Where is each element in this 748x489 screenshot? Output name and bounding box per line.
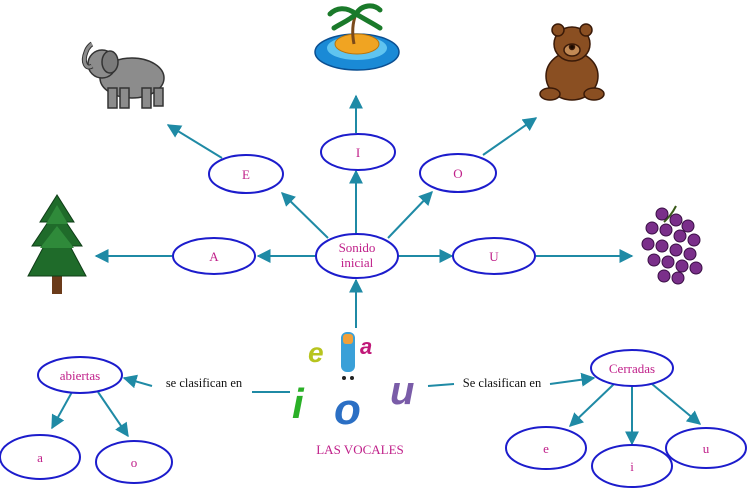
node-open-a[interactable]: a	[0, 434, 81, 480]
logo-eye-left	[342, 376, 346, 380]
logo-letter-i: i	[292, 380, 305, 427]
arrow-center-to-o	[387, 190, 433, 239]
node-closed-e[interactable]: e	[505, 426, 587, 470]
node-i[interactable]: I	[320, 133, 396, 171]
node-abiertas[interactable]: abiertas	[37, 356, 123, 394]
arrow-right-link-tail	[427, 383, 455, 387]
cerradas-label: Cerradas	[609, 361, 655, 376]
elephant-icon	[81, 41, 165, 109]
node-closed-u[interactable]: u	[665, 427, 747, 469]
arrow-right-link	[549, 372, 596, 387]
node-i-label: I	[356, 145, 360, 160]
logo-letter-a: a	[360, 334, 372, 359]
arrow-o-to-bear	[482, 117, 538, 156]
node-cerradas[interactable]: Cerradas	[590, 349, 674, 387]
center-label-line1: Sonido	[339, 240, 376, 255]
bear-icon	[539, 23, 605, 101]
node-o[interactable]: O	[419, 153, 497, 193]
arrow-center-to-e	[280, 192, 329, 239]
tree-icon	[27, 194, 87, 294]
arrow-left-link	[122, 374, 153, 389]
arrow-e-to-elephant	[166, 124, 223, 159]
main-title: LAS VOCALES	[316, 442, 404, 457]
node-u-label: U	[489, 249, 499, 264]
closed-i-label: i	[630, 459, 634, 474]
center-node[interactable]: Sonido inicial	[315, 233, 399, 279]
vowels-logo: e a i o u	[292, 332, 414, 434]
logo-eye-right	[350, 376, 354, 380]
logo-letter-o: o	[334, 385, 361, 434]
logo-pencil-eraser	[343, 334, 353, 344]
node-closed-i[interactable]: i	[591, 444, 673, 488]
node-e[interactable]: E	[208, 154, 284, 194]
closed-e-label: e	[543, 441, 549, 456]
node-a[interactable]: A	[172, 237, 256, 275]
arrow-abiertas-to-o	[97, 391, 129, 438]
open-a-label: a	[37, 450, 43, 465]
logo-letter-u: u	[390, 369, 414, 413]
node-e-label: E	[242, 167, 250, 182]
closed-u-label: u	[703, 441, 710, 456]
grapes-icon	[641, 205, 703, 285]
right-link-phrase: Se clasifican en	[463, 376, 542, 390]
node-u[interactable]: U	[452, 237, 536, 275]
left-link-phrase: se clasifican en	[166, 376, 243, 390]
center-label-line2: inicial	[341, 255, 374, 270]
arrow-cerradas-to-u	[651, 383, 702, 425]
arrow-cerradas-to-e	[568, 383, 615, 427]
node-a-label: A	[209, 249, 219, 264]
island-icon	[314, 3, 400, 71]
node-o-label: O	[453, 166, 462, 181]
logo-letter-e: e	[308, 337, 324, 368]
connector-arrows	[51, 94, 702, 446]
open-o-label: o	[131, 455, 138, 470]
node-open-o[interactable]: o	[95, 440, 173, 484]
abiertas-label: abiertas	[60, 368, 100, 383]
arrow-abiertas-to-a	[51, 391, 73, 430]
